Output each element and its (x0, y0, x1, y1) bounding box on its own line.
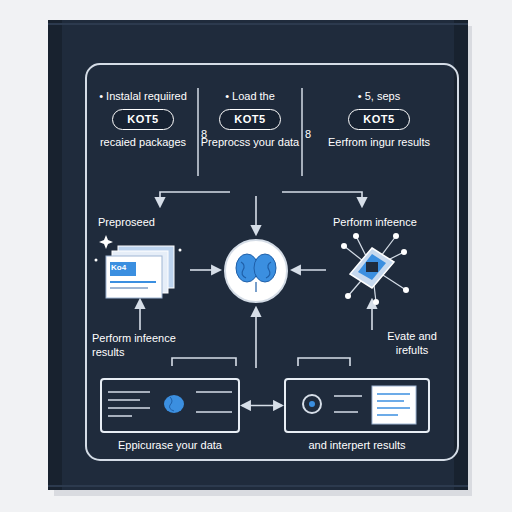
monitor-box: and interpert results (284, 378, 430, 452)
monitor-caption: and interpert results (308, 439, 405, 452)
diagram-label: Perform infeence (333, 216, 417, 230)
step-caption: Eerfrom ingur results (328, 136, 430, 149)
step-column: • Instalal requiiredKOT5 recaied packages (90, 90, 196, 150)
diagram-label: Ko4 (111, 263, 126, 273)
step-pill: KOT5 (348, 109, 409, 130)
step-pill: KOT5 (112, 109, 173, 130)
diagram-label: Preproseed (98, 216, 155, 230)
monitor-box: Eppicurase your data (100, 378, 240, 452)
diagram-label: Perform infeence results (92, 332, 196, 360)
double-arrow (242, 405, 282, 407)
step-heading: • Instalal requiired (99, 90, 187, 103)
step-heading: • 5, seps (358, 90, 400, 103)
step-pill: KOT5 (219, 109, 280, 130)
step-column: • Load theKOT5Preprocss your data (200, 90, 300, 150)
step-caption: Preprocss your data (201, 136, 299, 149)
diagram-label: Evate and irefults (380, 330, 444, 358)
diagram-label: 8 (305, 128, 311, 142)
step-column: • 5, sepsKOT5Eerfrom ingur results (304, 90, 454, 150)
step-caption: recaied packages (100, 136, 186, 149)
diagram-label: 8 (201, 128, 207, 142)
monitor-screen (284, 378, 430, 433)
monitor-caption: Eppicurase your data (118, 439, 222, 452)
step-heading: • Load the (225, 90, 275, 103)
monitor-screen (100, 378, 240, 433)
